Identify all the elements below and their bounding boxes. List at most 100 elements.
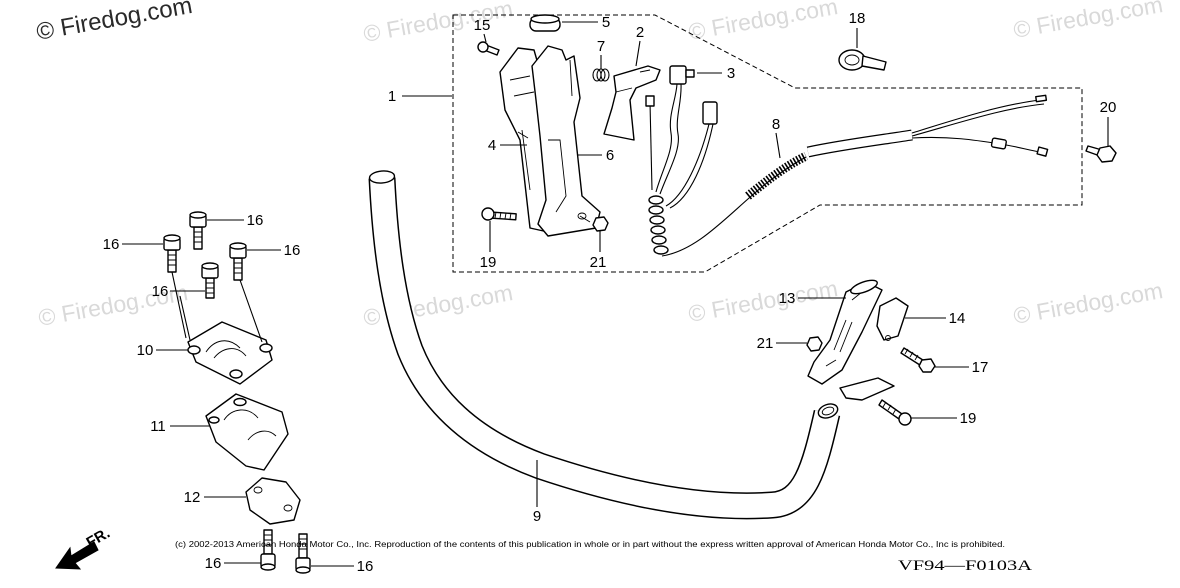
cable-coil <box>650 225 666 235</box>
cable-end-terminal <box>1035 94 1048 103</box>
leader-2 <box>635 40 641 67</box>
cable-coil <box>648 205 664 215</box>
leader-lines <box>122 21 1109 567</box>
ground-wire <box>649 101 653 191</box>
callout-15: 15 <box>474 17 491 34</box>
switch-wire <box>669 123 714 209</box>
cable-tube-body <box>807 130 913 157</box>
callout-5: 5 <box>602 14 610 31</box>
cable-wire <box>911 99 1041 134</box>
callout-14: 14 <box>949 310 966 327</box>
holder-hole <box>885 335 891 341</box>
clamp-lower-hole <box>233 397 247 407</box>
callout-1: 1 <box>388 88 396 105</box>
watermark-text: © Firedog.com <box>686 275 839 327</box>
bracket-hole <box>283 504 293 512</box>
bracket-body <box>245 477 301 525</box>
trigger-detail <box>615 69 651 93</box>
screw-thread <box>194 231 202 243</box>
nut-part-21-mid <box>806 336 823 352</box>
clamp-upper-boss <box>229 369 243 379</box>
callout-16: 16 <box>205 555 222 572</box>
leader-8 <box>775 132 781 159</box>
cable-coil <box>649 215 665 225</box>
switch-connector-tab <box>685 69 695 78</box>
callout-21: 21 <box>757 335 774 352</box>
screw-head-top <box>189 211 207 219</box>
switch-wire <box>655 83 678 193</box>
callout-4: 4 <box>488 137 496 154</box>
watermark-text: © Firedog.com <box>361 0 514 47</box>
screw-thread <box>206 282 214 294</box>
screw-head-top <box>163 234 181 242</box>
holder-lower <box>839 377 895 401</box>
socket-screw-part-16 <box>295 533 311 574</box>
handlebar-pipe <box>368 170 841 520</box>
socket-screw-part-16 <box>260 529 276 571</box>
callout-10: 10 <box>137 342 154 359</box>
clamp-lower-part-11 <box>205 393 289 471</box>
cable-corrugated-sleeve <box>745 151 809 200</box>
screw-thread <box>299 538 307 550</box>
spring-part-7 <box>592 68 610 82</box>
callout-19: 19 <box>960 410 977 427</box>
switch-wire <box>665 123 710 207</box>
socket-screw-part-16 <box>201 262 219 299</box>
screw-shaft <box>193 226 203 250</box>
callout-18: 18 <box>849 10 866 27</box>
spring-coil <box>600 68 610 82</box>
cable-coil <box>648 195 664 205</box>
grip-housing-left-detail <box>509 75 535 191</box>
watermark-text: © Firedog.com <box>1011 277 1164 329</box>
throttle-trigger-part-2 <box>603 65 661 141</box>
callout-16: 16 <box>103 236 120 253</box>
callout-7: 7 <box>597 38 605 55</box>
callout-21: 21 <box>590 254 607 271</box>
leader-16d <box>170 271 263 343</box>
screw-shaft <box>878 399 903 420</box>
bolt-part-17 <box>900 347 936 373</box>
socket-screw-part-16 <box>189 211 207 250</box>
callout-12: 12 <box>184 489 201 506</box>
grip-holder-part-14 <box>839 297 909 401</box>
screw-thread <box>264 534 272 546</box>
clamp-upper-groove <box>205 340 247 359</box>
screw-head-top <box>260 563 276 571</box>
cable-main <box>661 156 807 257</box>
grip-housing-part-6 <box>531 45 601 237</box>
callout-19: 19 <box>480 254 497 271</box>
clamp-upper-boss <box>187 345 201 355</box>
callout-16: 16 <box>284 242 301 259</box>
screw-thread <box>234 262 242 274</box>
bolt-head <box>918 358 936 373</box>
callout-16: 16 <box>247 212 264 229</box>
holder-cap <box>850 279 878 295</box>
bracket-part-12 <box>245 477 301 525</box>
screw-thread <box>494 211 512 220</box>
screw-head <box>481 207 495 221</box>
screw-thread <box>882 401 897 415</box>
screw-part-19-right <box>878 399 912 426</box>
clamp-upper-part-10 <box>187 321 273 385</box>
holder-body <box>807 281 883 385</box>
cable-end-fitting <box>1036 146 1049 157</box>
screw-head <box>477 41 489 53</box>
handlebar-body <box>370 177 839 518</box>
screw-shaft <box>233 257 243 281</box>
callout-13: 13 <box>779 290 796 307</box>
callout-17: 17 <box>972 359 989 376</box>
screw-head-top <box>201 262 219 270</box>
clamp-upper-body <box>187 321 273 385</box>
ground-terminal <box>645 95 655 107</box>
clamp-upper-boss <box>259 343 273 353</box>
callout-20: 20 <box>1100 99 1117 116</box>
screw-shaft <box>167 249 177 273</box>
callout-6: 6 <box>606 147 614 164</box>
bolt-thread <box>904 348 919 361</box>
switch-terminal <box>702 101 718 125</box>
bracket-hole <box>253 486 263 494</box>
callout-16: 16 <box>152 283 169 300</box>
cable-wire <box>911 136 1041 153</box>
handlebar-top-end <box>368 170 396 184</box>
cap-part-5 <box>529 14 561 32</box>
